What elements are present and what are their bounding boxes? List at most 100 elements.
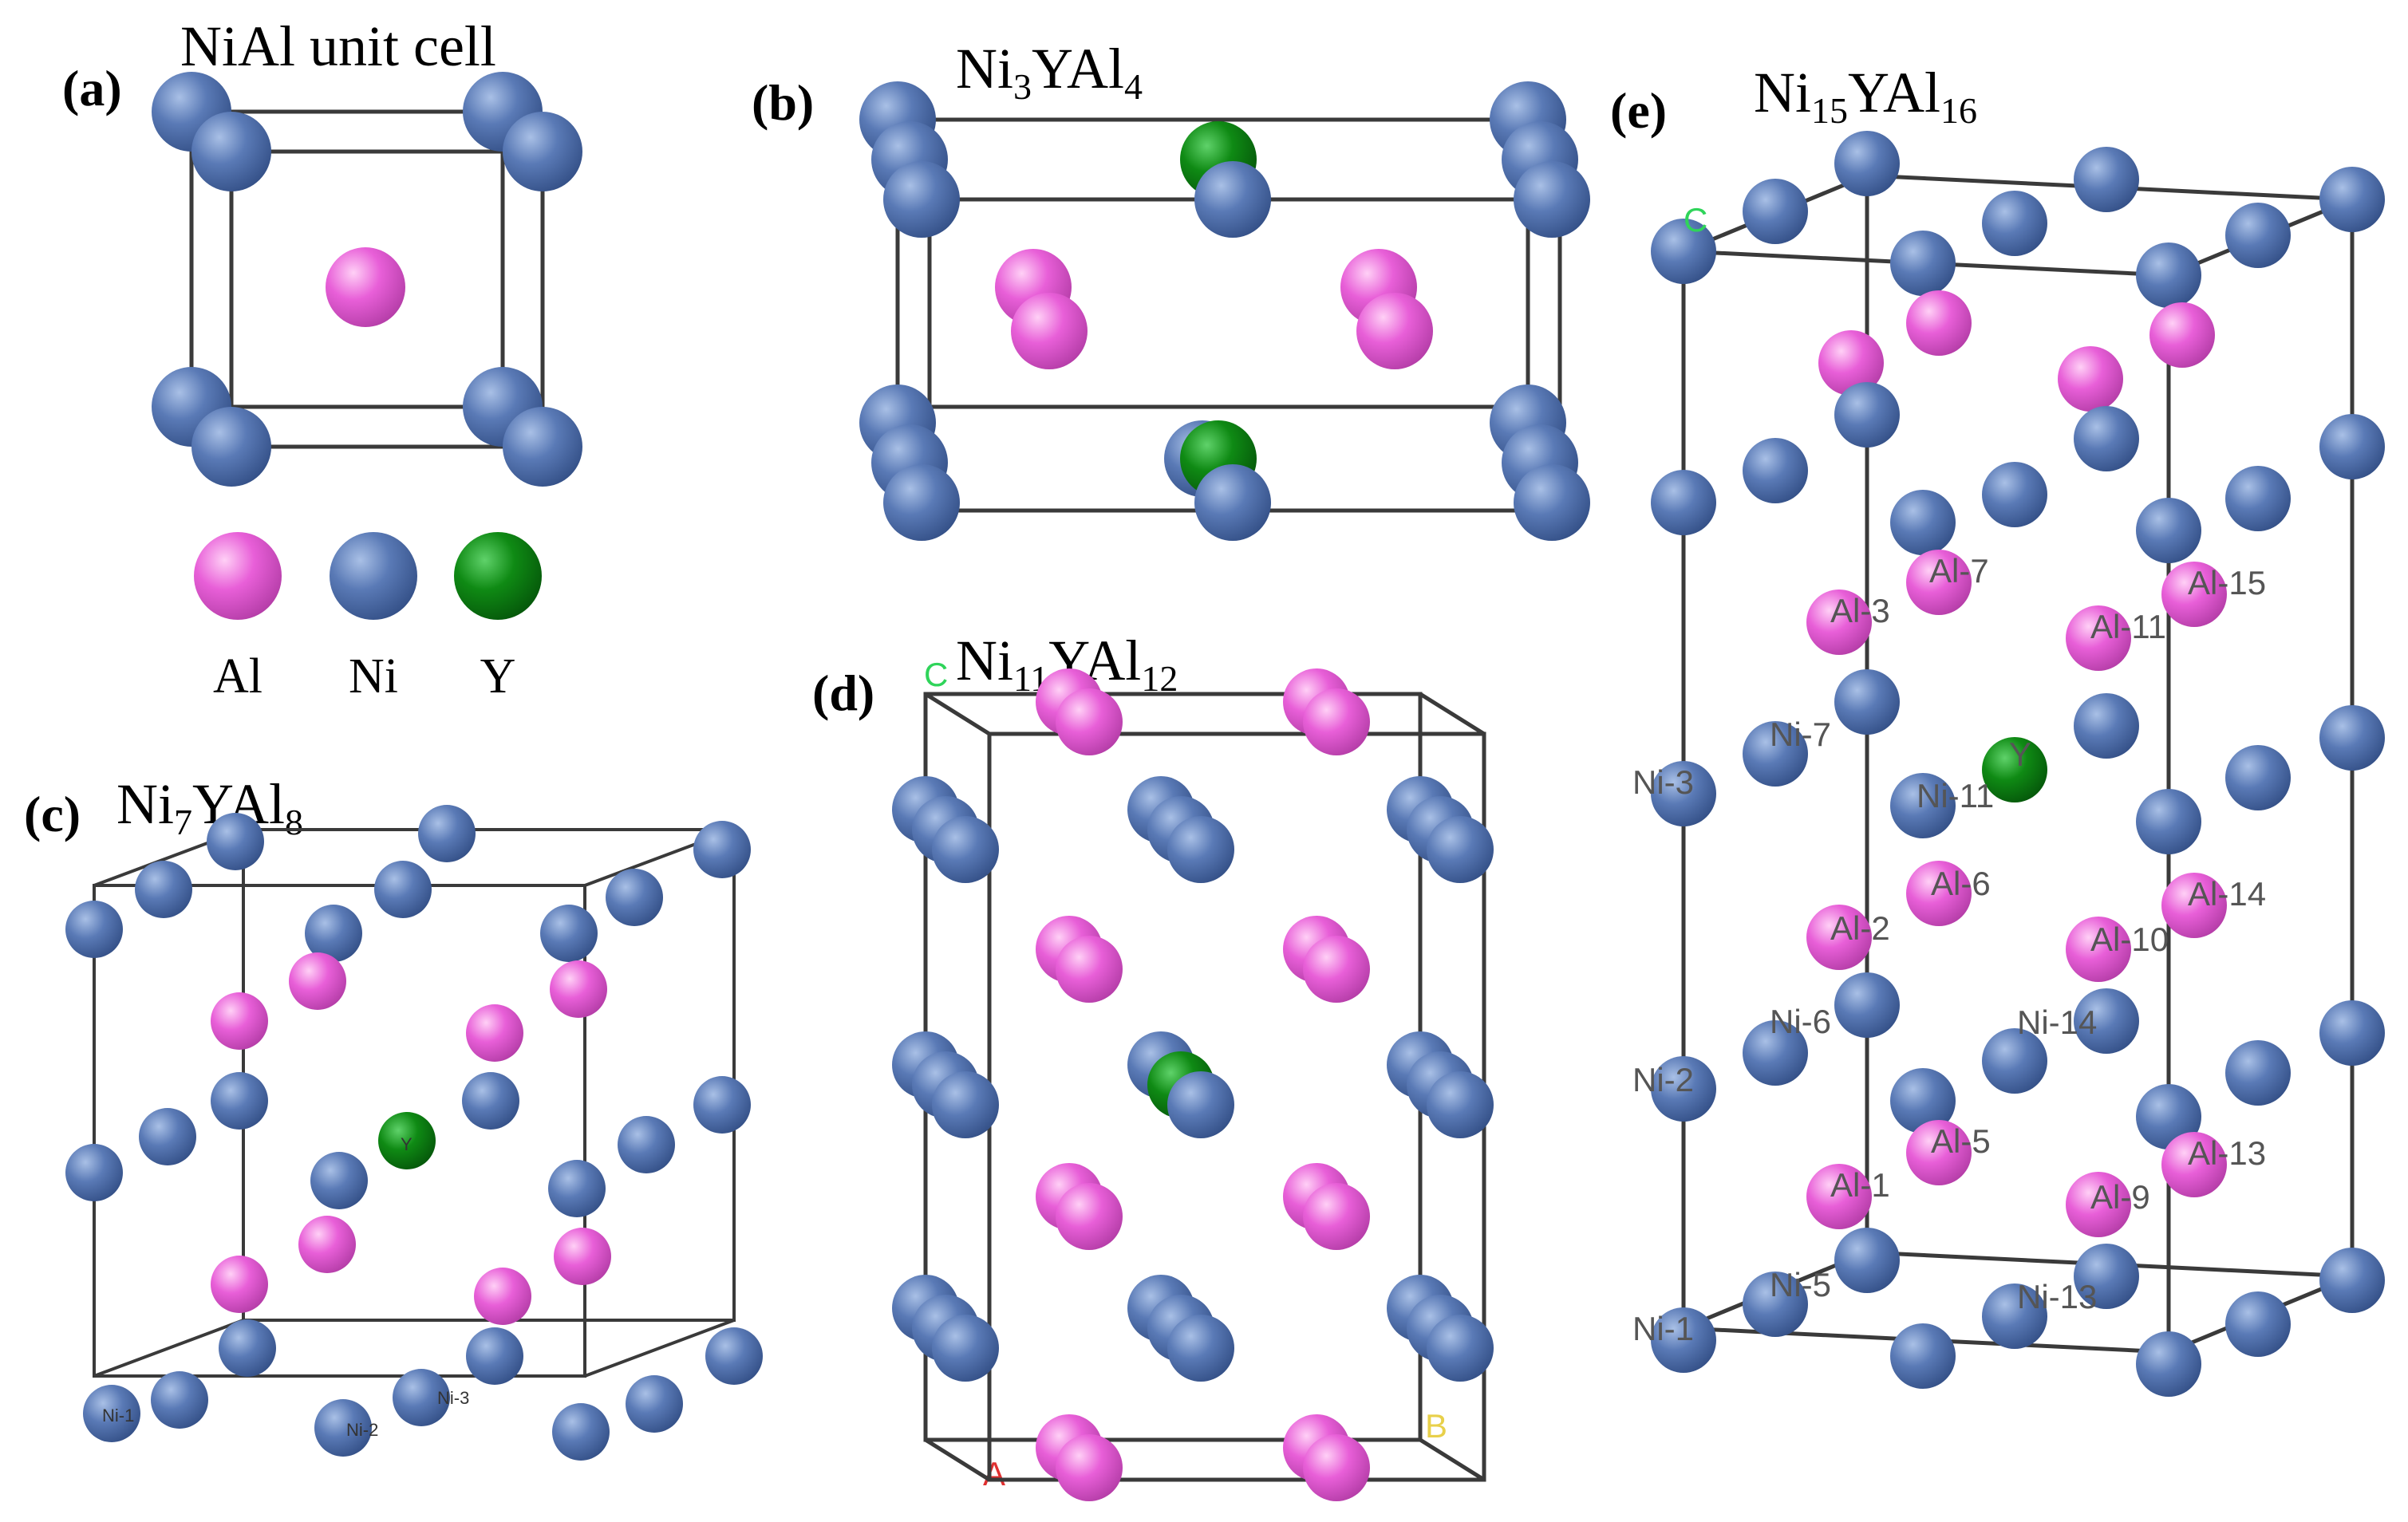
ni-atom [219, 1319, 276, 1377]
al-atom [2066, 1172, 2131, 1237]
ni-atom [207, 813, 264, 870]
ni-atom [1834, 382, 1900, 448]
al-atom [1906, 1120, 1972, 1185]
site-label: Al-14 [2188, 875, 2266, 913]
ni-atom [1982, 1028, 2047, 1094]
panel-d-axis-b: B [1425, 1407, 1447, 1445]
ni-atom [1743, 1020, 1808, 1086]
site-label: Ni-6 [1770, 1003, 1831, 1040]
panel-b-formula: Ni3YAl4 [956, 37, 1143, 107]
ni-atom [2136, 1084, 2201, 1149]
ni-atom [1834, 669, 1900, 735]
ni-atom [1651, 761, 1716, 826]
legend-al-label: Al [213, 649, 263, 704]
ni-atom [1890, 773, 1956, 838]
panel-a: (a) NiAl unit cell [62, 14, 582, 487]
site-label: Al-6 [1931, 865, 1991, 902]
al-atom [1906, 290, 1972, 356]
ni-atom [1651, 470, 1716, 535]
ni-atom [1651, 1307, 1716, 1373]
ni-atom [211, 1072, 268, 1130]
site-label: Ni-7 [1770, 716, 1831, 753]
ni-atom [883, 464, 960, 541]
al-atom [1906, 550, 1972, 615]
ni-atom [1982, 462, 2047, 527]
panel-d-axis-c: C [924, 656, 948, 693]
ni-atom [1743, 179, 1808, 244]
site-label: Y [401, 1134, 413, 1154]
ni-atom [2136, 789, 2201, 854]
site-label: Ni-14 [2017, 1003, 2097, 1041]
al-atom [2066, 917, 2131, 982]
panel-d-letter: (d) [812, 664, 874, 721]
ni-atom [65, 901, 123, 958]
al-atom [1806, 905, 1872, 970]
panel-c-letter: (c) [24, 786, 81, 842]
al-atom [474, 1268, 531, 1325]
panel-a-letter: (a) [62, 60, 122, 116]
ni-atom [374, 861, 432, 918]
ni-atom [1834, 1228, 1900, 1293]
ni-atom [1427, 1071, 1494, 1138]
panel-b-formula-part: 4 [1124, 66, 1143, 107]
ni-atom [1834, 131, 1900, 196]
ni-atom [2136, 498, 2201, 563]
al-atom [2149, 302, 2215, 368]
ni-atom [503, 112, 582, 191]
ni-atom [1890, 231, 1956, 296]
site-label: Ni-1 [102, 1406, 134, 1425]
panel-e-formula-part: YAl [1848, 61, 1940, 124]
panel-b-formula-part: 3 [1013, 66, 1032, 107]
al-atom [1056, 1434, 1123, 1501]
ni-atom [1167, 1071, 1234, 1138]
ni-atom [1651, 219, 1716, 284]
ni-atom [1167, 816, 1234, 883]
panel-b-letter: (b) [752, 74, 814, 131]
al-atom [2161, 562, 2227, 627]
panel-c-formula-part: 8 [285, 802, 303, 842]
site-label: Ni-13 [2017, 1278, 2097, 1315]
ni-atom [548, 1160, 606, 1217]
al-atom [2161, 1132, 2227, 1197]
al-atom [1303, 688, 1370, 755]
ni-atom [932, 1315, 999, 1382]
panel-d-atoms [892, 668, 1494, 1501]
al-atom [1011, 293, 1088, 369]
ni-atom [83, 1385, 140, 1442]
panel-b-formula-part: YAl [1032, 37, 1124, 101]
ni-atom [393, 1369, 450, 1426]
panel-e-formula-part: Ni [1754, 61, 1811, 124]
ni-atom [462, 1072, 519, 1130]
panel-c-atoms [65, 805, 763, 1461]
ni-atom [1651, 1056, 1716, 1122]
ni-atom [191, 407, 271, 487]
panel-a-title: NiAl unit cell [180, 14, 496, 78]
site-label: Ni-5 [1770, 1266, 1831, 1303]
al-atom [2058, 346, 2123, 412]
ni-atom [2074, 988, 2139, 1054]
ni-atom [606, 869, 663, 926]
ni-atom [552, 1403, 610, 1461]
ni-atom [1514, 464, 1590, 541]
ni-atom [540, 905, 598, 962]
panel-d: (d) Ni11YAl12 C A B [812, 629, 1494, 1501]
site-label: Ni-3 [437, 1388, 469, 1408]
al-atom [211, 992, 268, 1050]
ni-atom [932, 1071, 999, 1138]
panel-d-formula-part: Ni [956, 629, 1013, 692]
panel-b-atoms [859, 81, 1590, 541]
ni-atom [2074, 1244, 2139, 1309]
ni-atom [1743, 1272, 1808, 1337]
al-atom [1303, 936, 1370, 1003]
site-label: Al-9 [2090, 1178, 2150, 1216]
site-label: Y [2009, 735, 2031, 773]
ni-atom [2225, 745, 2291, 810]
al-atom [466, 1004, 523, 1062]
panel-c-formula-part: Ni [116, 772, 174, 836]
ni-atom [1890, 1068, 1956, 1134]
site-label: Al-5 [1931, 1122, 1991, 1160]
ni-atom [503, 407, 582, 487]
ni-atom [1743, 721, 1808, 787]
